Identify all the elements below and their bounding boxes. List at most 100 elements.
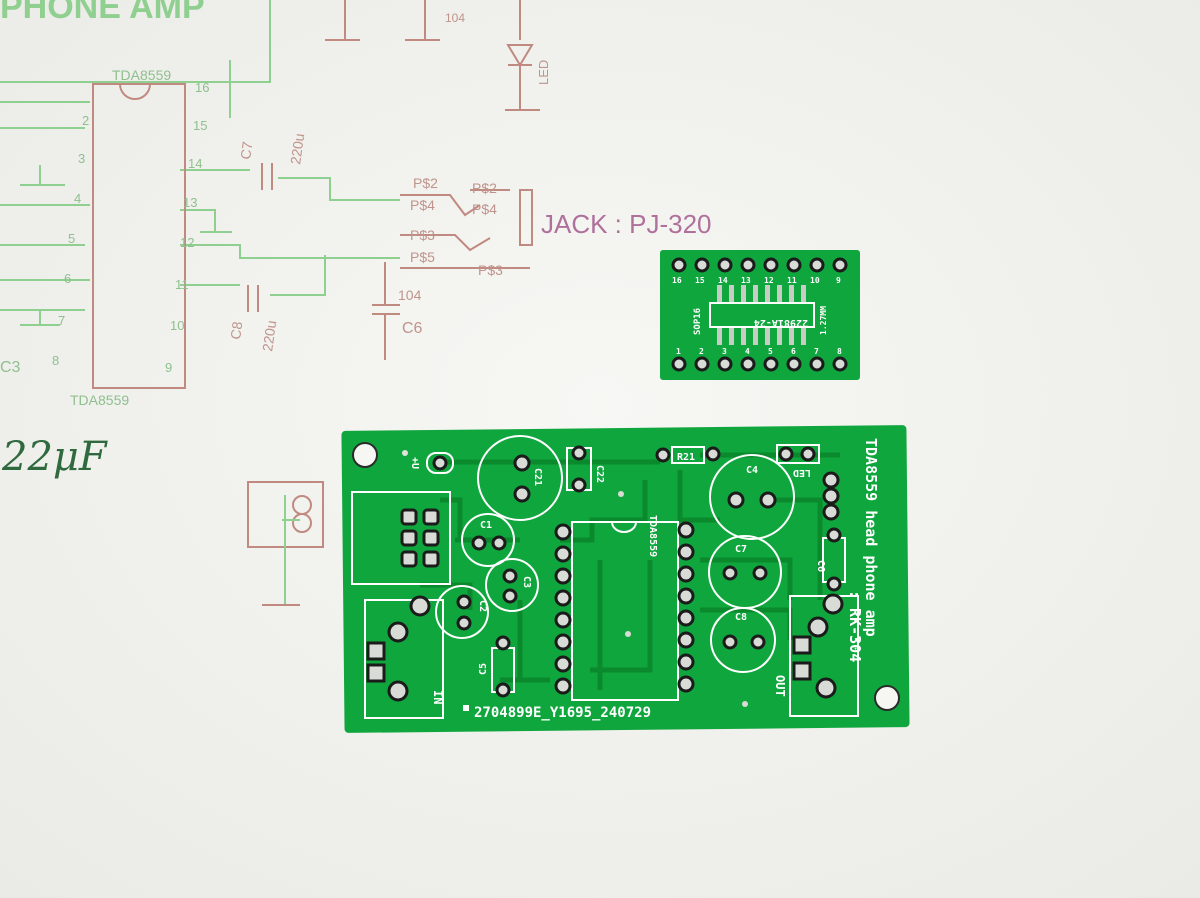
pin-number: 12 [180,235,194,250]
ic-bottom-label: TDA8559 [70,392,129,408]
adapter-bottom-pads [671,356,848,372]
pin-number: 8 [837,347,842,356]
board-code: : RK-304 [846,590,864,662]
c6-label: C6 [402,320,423,337]
ic-top-label: TDA8559 [112,67,171,83]
pin-number: 2 [82,113,89,128]
ic-pads-right [677,521,695,693]
tda8559-headphone-amp-pcb: TDA8559 +U C21 C22 R21 [341,425,910,733]
pin-number: 9 [165,360,172,375]
vcc-label: +U [409,457,420,469]
c8-label-pcb: C8 [735,612,747,623]
out-terminal-block [789,595,859,717]
schematic-print: PHONE AMP TDA8559 TDA8559 2 3 4 5 6 7 8 … [0,0,712,606]
pin-number: 15 [695,276,705,285]
board-title: TDA8559 head phone amp [862,438,880,637]
c7-symbol [261,163,273,190]
c7-value: 220u [287,132,307,165]
jack-pin: P$5 [410,249,435,265]
c7-label-pcb: C7 [735,544,747,555]
led-label-pcb: LED [793,467,811,478]
in-label: IN [431,690,445,704]
out-label: OUT [773,675,787,697]
handwritten-note: 22μF [1,434,108,480]
adapter-package-label: SOP16 [693,308,703,335]
c8-label: C8 [227,320,245,340]
c21-outline [477,435,563,521]
pin-number: 4 [745,347,750,356]
left-pin-numbers: 2 3 4 5 6 7 8 [52,113,89,368]
pin-number: 3 [722,347,727,356]
jack-pin: P$4 [410,197,435,213]
pin-number: 11 [787,276,797,285]
jack-pin: P$4 [472,201,497,217]
c3-outline [485,558,539,612]
sop16-adapter-board: 16 15 14 13 12 11 10 9 1 2 3 4 5 6 7 8 S… [660,250,860,380]
c7-label: C7 [237,140,255,160]
adapter-smd-pads [717,285,806,345]
c6-label-pcb: C6 [815,560,826,572]
top-cap-1 [325,0,360,41]
pin-number: 7 [58,313,65,328]
pin-number: 15 [193,118,207,133]
pin-number: 13 [183,195,197,210]
adapter-pin-numbers-top: 16 15 14 13 12 11 10 9 [672,276,841,285]
pin-number: 3 [78,151,85,166]
ic-pads-left [554,523,572,695]
c2-outline [435,585,489,639]
adapter-pin-numbers-bottom: 1 2 3 4 5 6 7 8 [676,347,842,356]
input-jack-pads [400,508,440,568]
c6-symbol [372,262,400,360]
pin-number: 8 [52,353,59,368]
in-terminal-block [364,599,444,719]
c3-label-pcb: C3 [521,576,532,588]
pin-number: 10 [810,276,820,285]
c21-label: C21 [532,468,543,486]
c5-label: C5 [478,663,489,675]
c8-outline [710,607,776,673]
c8-symbol [247,285,259,312]
adapter-substrate [660,250,860,380]
r21-outline [671,446,705,464]
vcc-connector [426,452,454,474]
ic-label: TDA8559 [647,515,658,557]
c22-label: C22 [594,465,605,483]
jack-label: JACK : PJ-320 [541,209,712,239]
pin-number: 5 [68,231,75,246]
pin-number: 6 [791,347,796,356]
jack-pin: P$2 [472,180,497,196]
pin-number: 12 [764,276,774,285]
pin-number: 14 [188,156,202,171]
led-label: LED [536,60,551,85]
c6-value: 104 [398,287,422,303]
c1-label: C1 [480,520,492,531]
ic-outline [571,521,679,701]
pin-number: 13 [741,276,751,285]
led-symbol [505,0,540,111]
c3-label: C3 [0,359,21,376]
pin-number: 16 [672,276,682,285]
adapter-part-code: 22981A-24 [754,317,808,328]
jack-pin: P$2 [413,175,438,191]
schematic-title: PHONE AMP [0,0,205,26]
pin-number: 4 [74,191,81,206]
c2-label: C2 [477,600,488,612]
mounting-hole [874,685,900,711]
pin-number: 11 [175,277,189,292]
jack-pin: P$3 [478,262,503,278]
top-cap-2 [405,0,440,41]
led-outline [776,444,820,464]
mounting-hole [352,442,378,468]
pin-number: 14 [718,276,728,285]
jack-pin: P$3 [410,227,435,243]
pin-number: 10 [170,318,184,333]
c4-outline [709,454,795,540]
c1-outline [461,513,515,567]
r21-label: R21 [677,452,695,463]
pin-number: 9 [836,276,841,285]
jack-symbol [519,189,533,246]
adapter-pitch-label: 1.27MM [819,306,828,335]
c8-value: 220u [259,319,279,352]
board-serial: 2704899E_Y1695_240729 [474,705,651,721]
